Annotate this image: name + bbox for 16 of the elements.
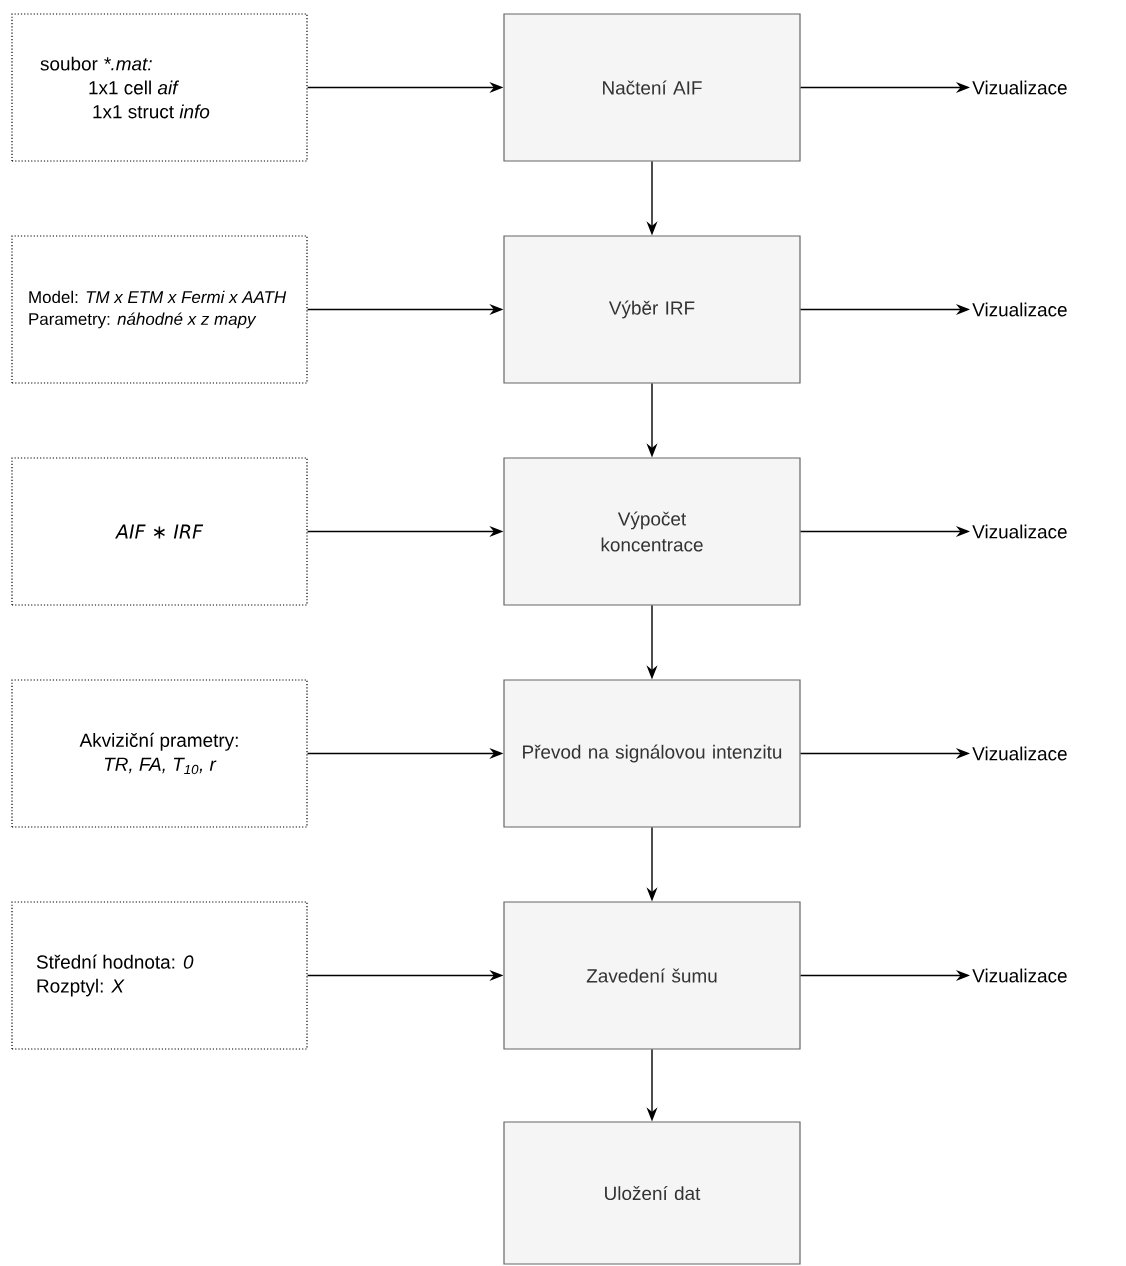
process-box: Výpočet koncentrace	[503, 457, 801, 606]
input-box: Model: TM x ETM x Fermi x AATH Parametry: náhodné x z mapy	[11, 235, 308, 384]
output-label: Vizualizace	[972, 968, 1067, 983]
process-box: Uložení dat	[503, 1121, 801, 1265]
output-label: Vizualizace	[972, 302, 1067, 317]
process-box: Výběr IRF	[503, 235, 801, 384]
output-label: Vizualizace	[972, 80, 1067, 95]
process-box: Převod na signálovou intenzitu	[503, 679, 801, 828]
output-label: Vizualizace	[972, 746, 1067, 761]
output-label: Vizualizace	[972, 524, 1067, 539]
process-box: Zavedení šumu	[503, 901, 801, 1050]
input-box: AIF ∗ IRF	[11, 457, 308, 606]
process-box: Načtení AIF	[503, 13, 801, 162]
input-box: Střední hodnota: 0 Rozptyl: X	[11, 901, 308, 1050]
input-box: Akviziční prametry: TR, FA, T$_{10}$, r	[11, 679, 308, 828]
input-box: soubor *.mat: 1x1 cell aif 1x1 struct info	[11, 13, 308, 162]
